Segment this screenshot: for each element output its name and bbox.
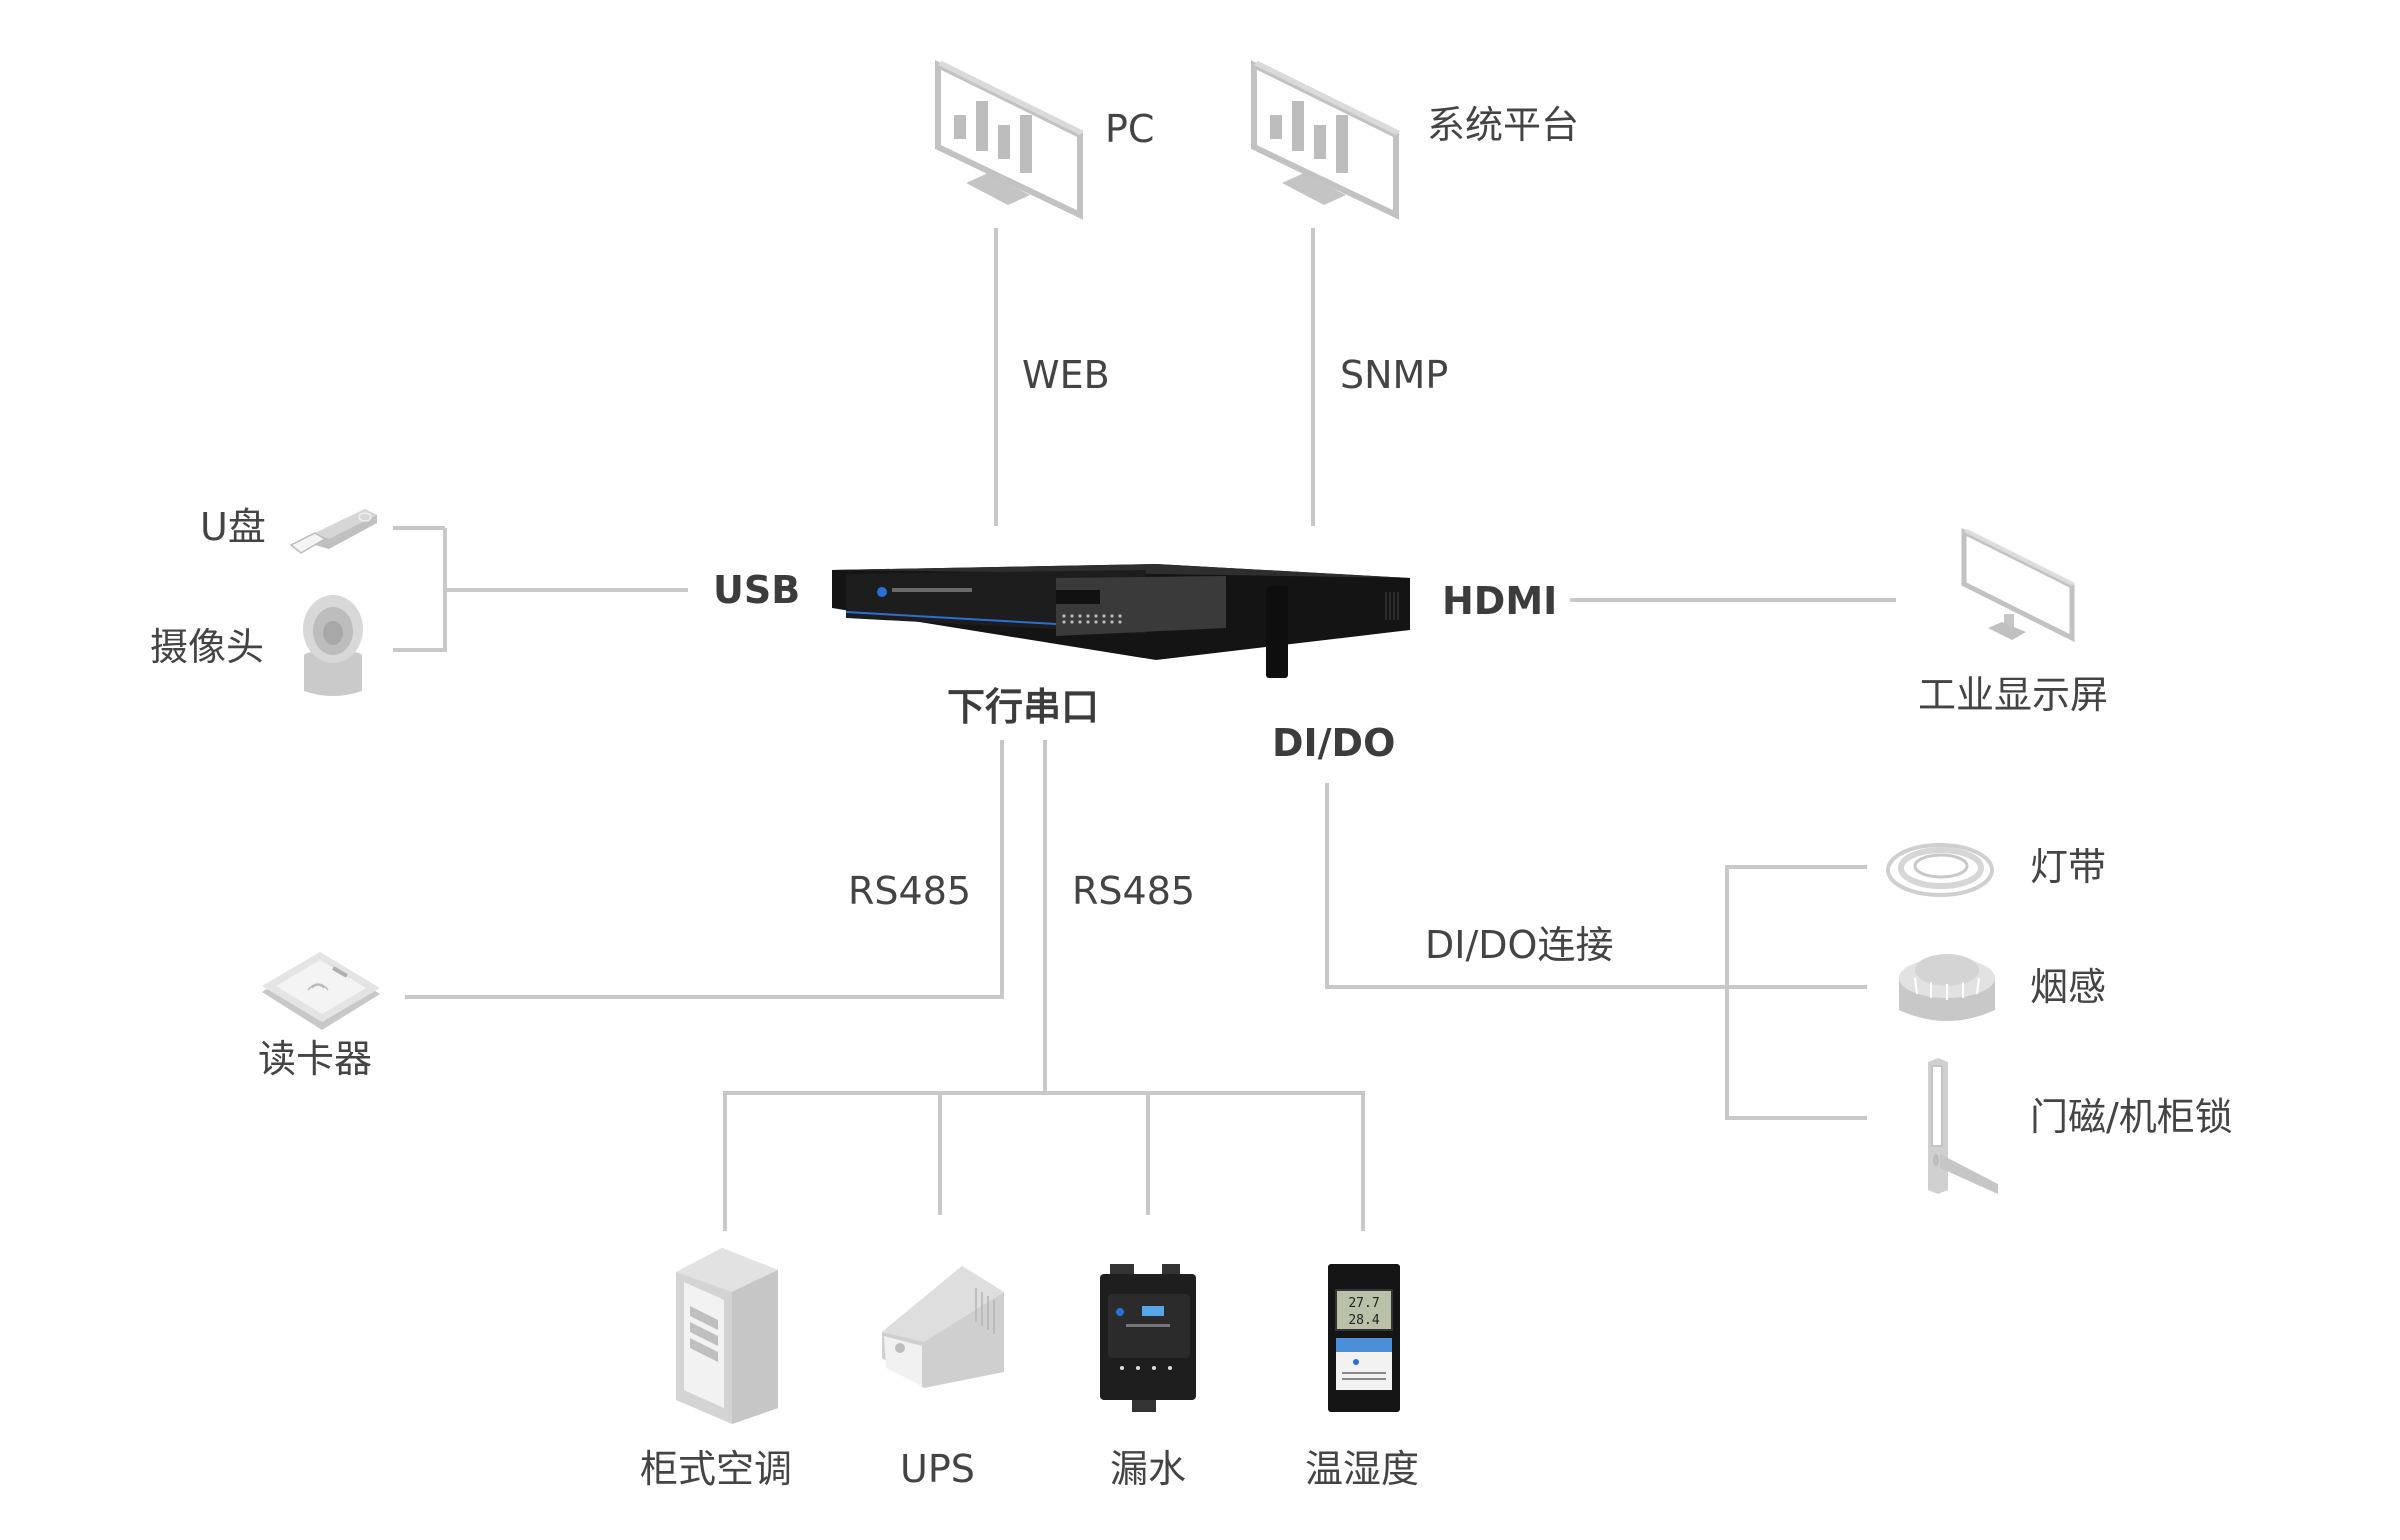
leak-drop-line — [1146, 1091, 1150, 1215]
humidity-readout: 28.4 — [1348, 1313, 1379, 1328]
dido-vertical-line — [1325, 783, 1329, 989]
pc-monitor-icon — [935, 60, 1084, 220]
usb-drive-stub-line — [393, 526, 445, 530]
ups-drop-line — [938, 1091, 942, 1215]
dido-link-label: DI/DO连接 — [1425, 923, 1614, 967]
rs485-bus-line — [723, 1091, 1365, 1095]
snmp-link-label: SNMP — [1340, 353, 1449, 397]
usb-drive-label: U盘 — [200, 505, 266, 549]
hdmi-link-line — [1570, 598, 1896, 602]
usb-bracket-line — [443, 528, 447, 652]
web-link-label: WEB — [1022, 353, 1110, 397]
camera-stub-line — [393, 648, 445, 652]
light-strip-label: 灯带 — [2030, 845, 2107, 889]
temp-humidity-sensor-icon[interactable]: 27.7 28.4 — [1326, 1262, 1402, 1414]
temp-humidity-label: 温湿度 — [1305, 1447, 1420, 1491]
rs485-bus-link-label: RS485 — [1072, 869, 1196, 913]
ups-label: UPS — [900, 1447, 975, 1491]
light-strip-icon — [1886, 843, 1994, 897]
card-reader-icon — [262, 952, 380, 1030]
usb-drive-icon — [289, 509, 377, 554]
industrial-display-label: 工业显示屏 — [1918, 673, 2109, 717]
smoke-detector-label: 烟感 — [2030, 965, 2107, 1009]
door-lock-label: 门磁/机柜锁 — [2030, 1095, 2233, 1139]
lock-stub-line — [1725, 1116, 1867, 1120]
serial-port-label: 下行串口 — [947, 685, 1100, 729]
hdmi-port-label: HDMI — [1442, 579, 1558, 623]
dido-horizontal-line — [1325, 985, 1867, 989]
card-reader-link-label: RS485 — [848, 869, 972, 913]
temperature-readout: 27.7 — [1348, 1296, 1379, 1311]
web-link-line — [994, 228, 998, 526]
card-reader-label: 读卡器 — [258, 1037, 373, 1081]
light-strip-stub-line — [1725, 865, 1867, 869]
dido-bracket-line — [1725, 865, 1729, 1120]
door-lock-icon — [1928, 1058, 1998, 1194]
pc-label: PC — [1105, 107, 1155, 151]
air-conditioner-icon — [676, 1248, 778, 1424]
snmp-link-line — [1311, 228, 1315, 526]
dido-port-label: DI/DO — [1272, 721, 1396, 765]
water-leak-label: 漏水 — [1110, 1447, 1187, 1491]
smoke-detector-icon — [1899, 954, 1995, 1021]
camera-icon — [303, 595, 363, 696]
usb-link-line — [445, 588, 688, 592]
monitoring-host-device[interactable] — [826, 556, 1416, 681]
water-leak-sensor-icon[interactable] — [1098, 1264, 1202, 1414]
platform-monitor-icon — [1251, 60, 1400, 220]
industrial-display-icon — [1961, 527, 2075, 643]
platform-label: 系统平台 — [1427, 103, 1580, 147]
ac-drop-line — [723, 1091, 727, 1231]
card-reader-vertical-line — [1000, 740, 1004, 999]
usb-port-label: USB — [713, 568, 801, 612]
air-conditioner-label: 柜式空调 — [640, 1447, 793, 1491]
card-reader-horizontal-line — [405, 995, 1004, 999]
temp-drop-line — [1361, 1091, 1365, 1231]
camera-label: 摄像头 — [150, 625, 265, 669]
ups-icon — [882, 1266, 1004, 1388]
rs485-trunk-line — [1043, 740, 1047, 1095]
